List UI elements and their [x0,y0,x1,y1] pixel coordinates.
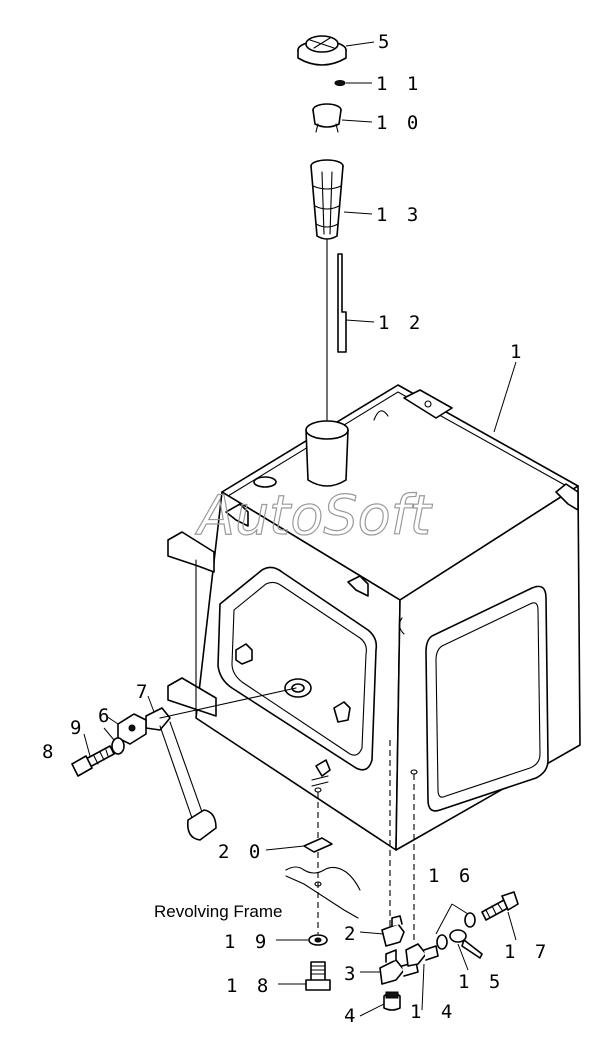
callout-3: 3 [344,963,359,985]
part-7-hose-fitting [145,707,217,841]
hole-mark [410,769,418,775]
callout-10: 1 0 [376,112,422,134]
part-18-bolt [305,961,331,991]
callout-13: 1 3 [376,204,422,226]
callout-11: 1 1 [376,73,422,95]
callout-15: 1 5 [458,971,504,993]
part-11-pin [334,80,346,86]
callout-9: 9 [70,717,85,739]
callout-8: 8 [42,741,57,763]
hole-mark [314,881,322,887]
part-1-hydraulic-tank [167,384,581,851]
part-9-washer [111,737,125,755]
leader-lines [83,41,517,1017]
part-19-washer [308,934,328,946]
part-2-elbow [381,915,405,947]
part-5-cap [297,35,347,66]
port-axis-line [159,687,297,719]
callout-20: 2 0 [218,841,264,863]
callout-6: 6 [98,705,113,727]
part-15-banjo [449,929,483,959]
part-17-banjo-bolt [481,891,519,921]
callout-4: 4 [344,1005,359,1027]
part-20-shim [303,837,333,853]
revolving-frame-label: Revolving Frame [154,902,283,921]
part-8-bolt [71,745,115,777]
callout-14: 1 4 [410,1001,456,1023]
callout-2: 2 [344,923,359,945]
callout-1: 1 [510,341,525,363]
hole-mark [314,787,322,793]
revolving-frame-outline [285,866,361,919]
callout-numbers: 5 1 1 1 0 1 3 1 2 1 8 9 6 7 2 0 1 9 1 8 … [42,31,550,1027]
callout-18: 1 8 [226,975,272,997]
callout-5: 5 [378,31,393,53]
watermark-text: AutoSoft [195,484,433,547]
callout-7: 7 [136,681,151,703]
part-12-level-gauge [337,253,347,353]
part-13-strainer [310,159,344,240]
callout-17: 1 7 [504,941,550,963]
callout-16: 1 6 [428,865,474,887]
callout-12: 1 2 [378,312,424,334]
callout-19: 1 9 [224,931,270,953]
part-16-washers [436,912,476,950]
part-4-plug [383,991,401,1011]
part-14-elbow [405,943,439,967]
part-10-filter-holder [312,103,342,133]
